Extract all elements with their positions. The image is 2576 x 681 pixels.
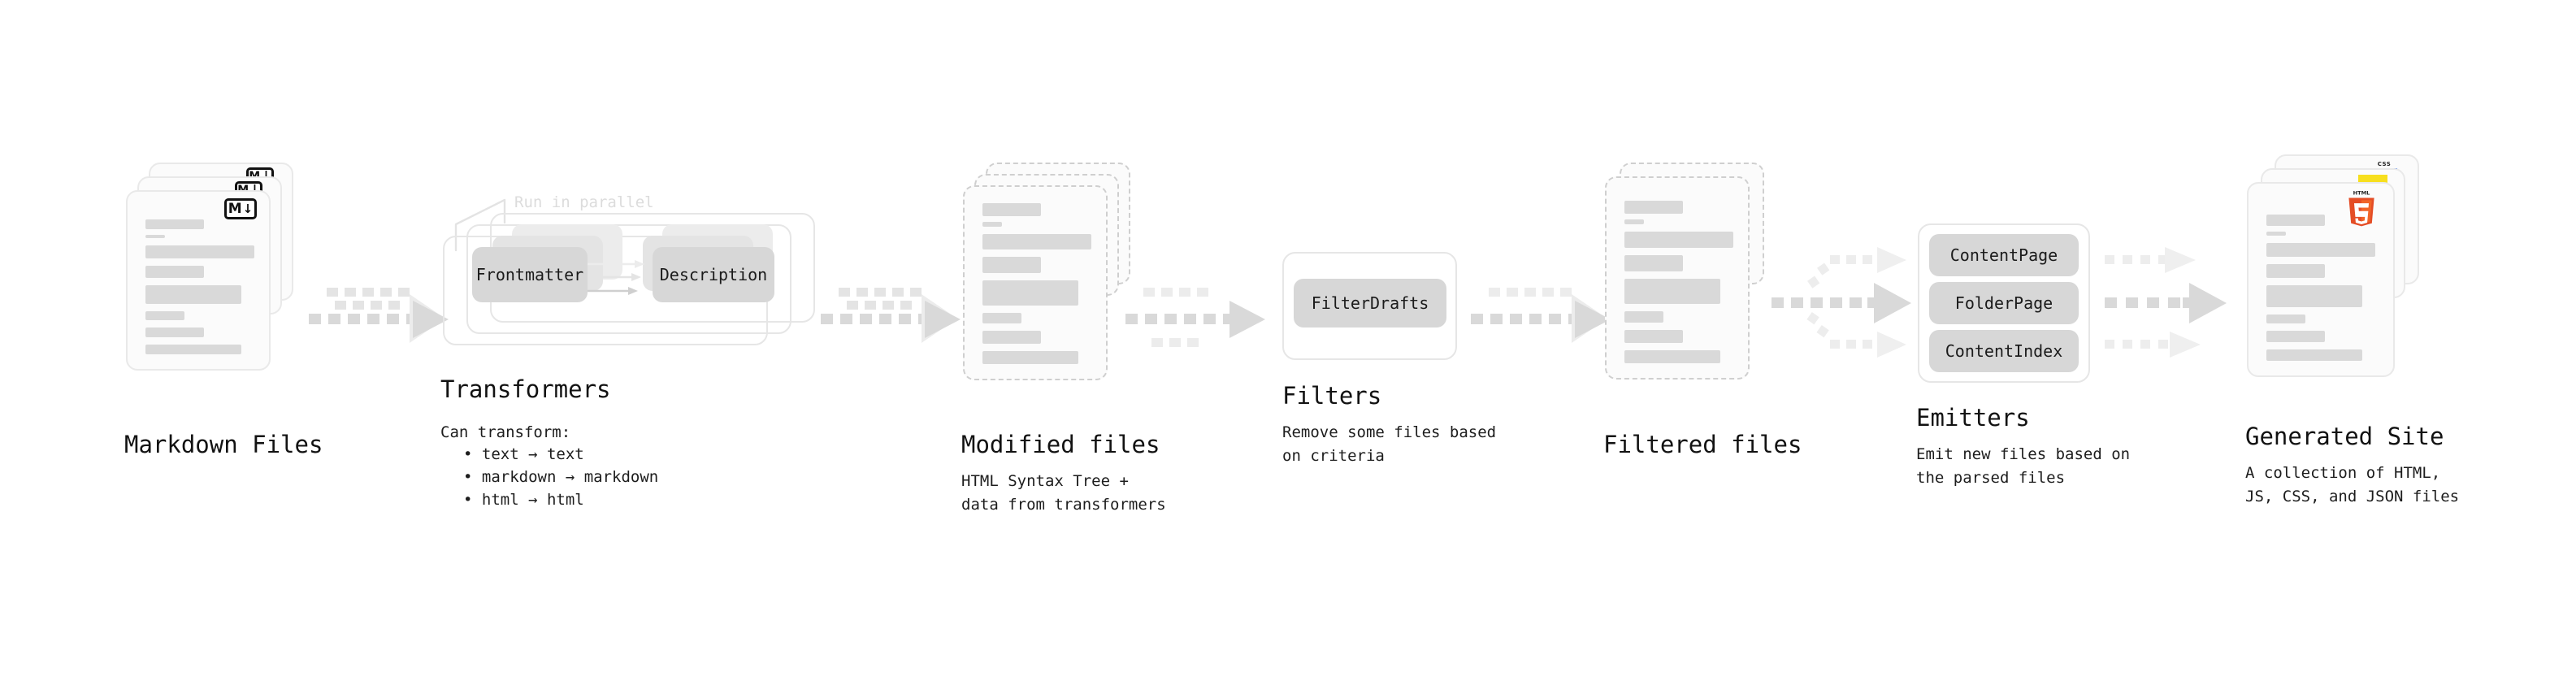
skeleton-bar <box>982 257 1041 274</box>
connector-md-to-transformers <box>309 288 449 343</box>
skeleton-bar <box>1624 255 1683 272</box>
skeleton-bar <box>982 203 1041 216</box>
skeleton-bar <box>982 331 1041 345</box>
skeleton-bar <box>145 235 165 239</box>
skeleton-bar <box>1624 329 1683 343</box>
skeleton-bar <box>2266 242 2375 257</box>
stage-filtered-files: Filtered files <box>1603 163 1802 458</box>
html5-logo: HTML <box>2348 189 2374 227</box>
markdown-card-stack: M↓ M↓ M↓ <box>126 163 297 374</box>
chip-folderpage-label: FolderPage <box>1954 293 2053 313</box>
stage-title-generated-site: Generated Site <box>2245 423 2444 450</box>
markdown-logo-arrow: ↓ <box>242 201 254 216</box>
run-in-parallel-label: Run in parallel <box>514 193 654 211</box>
connector-transformers-to-modified <box>821 288 961 343</box>
skeleton-bar <box>1624 219 1644 224</box>
chip-contentpage[interactable]: ContentPage <box>1929 234 2079 276</box>
skeleton-bar <box>145 327 204 337</box>
svg-text:HTML: HTML <box>2353 189 2370 196</box>
skeleton-bar <box>2266 331 2325 343</box>
skeleton-bar <box>2266 231 2286 236</box>
skeleton-bar <box>2266 285 2362 307</box>
run-in-parallel-bracket <box>454 198 506 252</box>
skeleton-bar <box>145 265 204 278</box>
stage-title-filters: Filters <box>1282 382 1382 410</box>
emitters-groupbox <box>1918 223 2090 383</box>
skeleton-bar <box>1624 279 1720 304</box>
skeleton-bar <box>2266 349 2362 362</box>
skeleton-bar <box>1624 231 1733 249</box>
markdown-card-content <box>128 192 269 369</box>
modified-card-stack <box>963 163 1134 382</box>
chip-frontmatter[interactable]: Frontmatter <box>472 247 588 302</box>
filtered-card-front <box>1605 176 1750 380</box>
site-card-front <box>2247 182 2395 377</box>
site-card-stack: CSS HTML <box>2247 154 2426 382</box>
connector-filters-to-filtered <box>1471 288 1611 343</box>
markdown-logo: M↓ <box>224 198 257 219</box>
chip-filterdrafts-label: FilterDrafts <box>1311 293 1429 313</box>
transformer-inner-arrows <box>578 260 644 295</box>
skeleton-bar <box>1624 349 1720 363</box>
filtered-card-content <box>1607 178 1748 378</box>
stage-title-modified-files: Modified files <box>961 431 1160 458</box>
modified-card-content <box>965 187 1106 379</box>
generated-site-subtitle: A collection of HTML, JS, CSS, and JSON … <box>2245 464 2460 505</box>
transformers-subtitle-heading: Can transform: <box>440 423 571 441</box>
stage-markdown-files: M↓ M↓ M↓ Mark <box>124 163 323 458</box>
skeleton-bar <box>2266 314 2305 324</box>
chip-filterdrafts[interactable]: FilterDrafts <box>1294 279 1446 327</box>
skeleton-bar <box>145 219 204 230</box>
stage-generated-site: CSS HTML <box>2245 154 2459 505</box>
chip-description[interactable]: Description <box>653 247 774 302</box>
skeleton-bar <box>982 351 1078 365</box>
transformers-bullet-1: • markdown → markdown <box>463 468 659 486</box>
skeleton-bar <box>2266 215 2325 226</box>
stage-title-emitters: Emitters <box>1916 404 2030 432</box>
transformer-panel-back-1 <box>466 224 791 334</box>
skeleton-bar <box>145 344 241 354</box>
stage-modified-files: Modified files HTML Syntax Tree + data f… <box>961 163 1166 514</box>
chip-description-label: Description <box>659 265 768 284</box>
modified-card-front <box>963 185 1108 380</box>
filters-subtitle: Remove some files based on criteria <box>1282 423 1497 465</box>
chip-frontmatter-label: Frontmatter <box>475 265 584 284</box>
skeleton-bar <box>982 280 1078 306</box>
stage-title-filtered-files: Filtered files <box>1603 431 1802 458</box>
stage-title-markdown-files: Markdown Files <box>124 431 323 458</box>
skeleton-bar <box>982 233 1091 250</box>
emitters-subtitle: Emit new files based on the parsed files <box>1916 445 2131 487</box>
connector-modified-to-filters <box>1125 288 1265 347</box>
chip-contentindex[interactable]: ContentIndex <box>1929 330 2079 372</box>
skeleton-bar <box>982 312 1021 324</box>
transformers-bullet-2: • html → html <box>463 491 584 509</box>
skeleton-bar <box>1624 201 1683 215</box>
skeleton-bar <box>145 285 241 305</box>
markdown-card-front <box>126 190 271 371</box>
connector-filtered-to-emitters <box>1772 247 1911 358</box>
css-logo-text: CSS <box>2377 161 2392 167</box>
stage-title-transformers: Transformers <box>440 375 611 403</box>
chip-contentindex-label: ContentIndex <box>1945 341 2063 361</box>
chip-contentpage-label: ContentPage <box>1949 245 2058 265</box>
skeleton-bar <box>145 311 184 320</box>
modified-files-subtitle: HTML Syntax Tree + data from transformer… <box>961 472 1166 514</box>
skeleton-bar <box>145 245 254 258</box>
markdown-logo-letter: M <box>228 200 242 217</box>
filters-groupbox <box>1282 252 1457 360</box>
filtered-card-stack <box>1605 163 1776 382</box>
skeleton-bar <box>982 221 1002 227</box>
skeleton-bar <box>2266 263 2325 279</box>
chip-folderpage[interactable]: FolderPage <box>1929 282 2079 324</box>
transformers-bullet-0: • text → text <box>463 445 584 463</box>
skeleton-bar <box>1624 310 1663 323</box>
connector-emitters-to-site <box>2105 247 2227 358</box>
site-card-content <box>2249 184 2393 375</box>
